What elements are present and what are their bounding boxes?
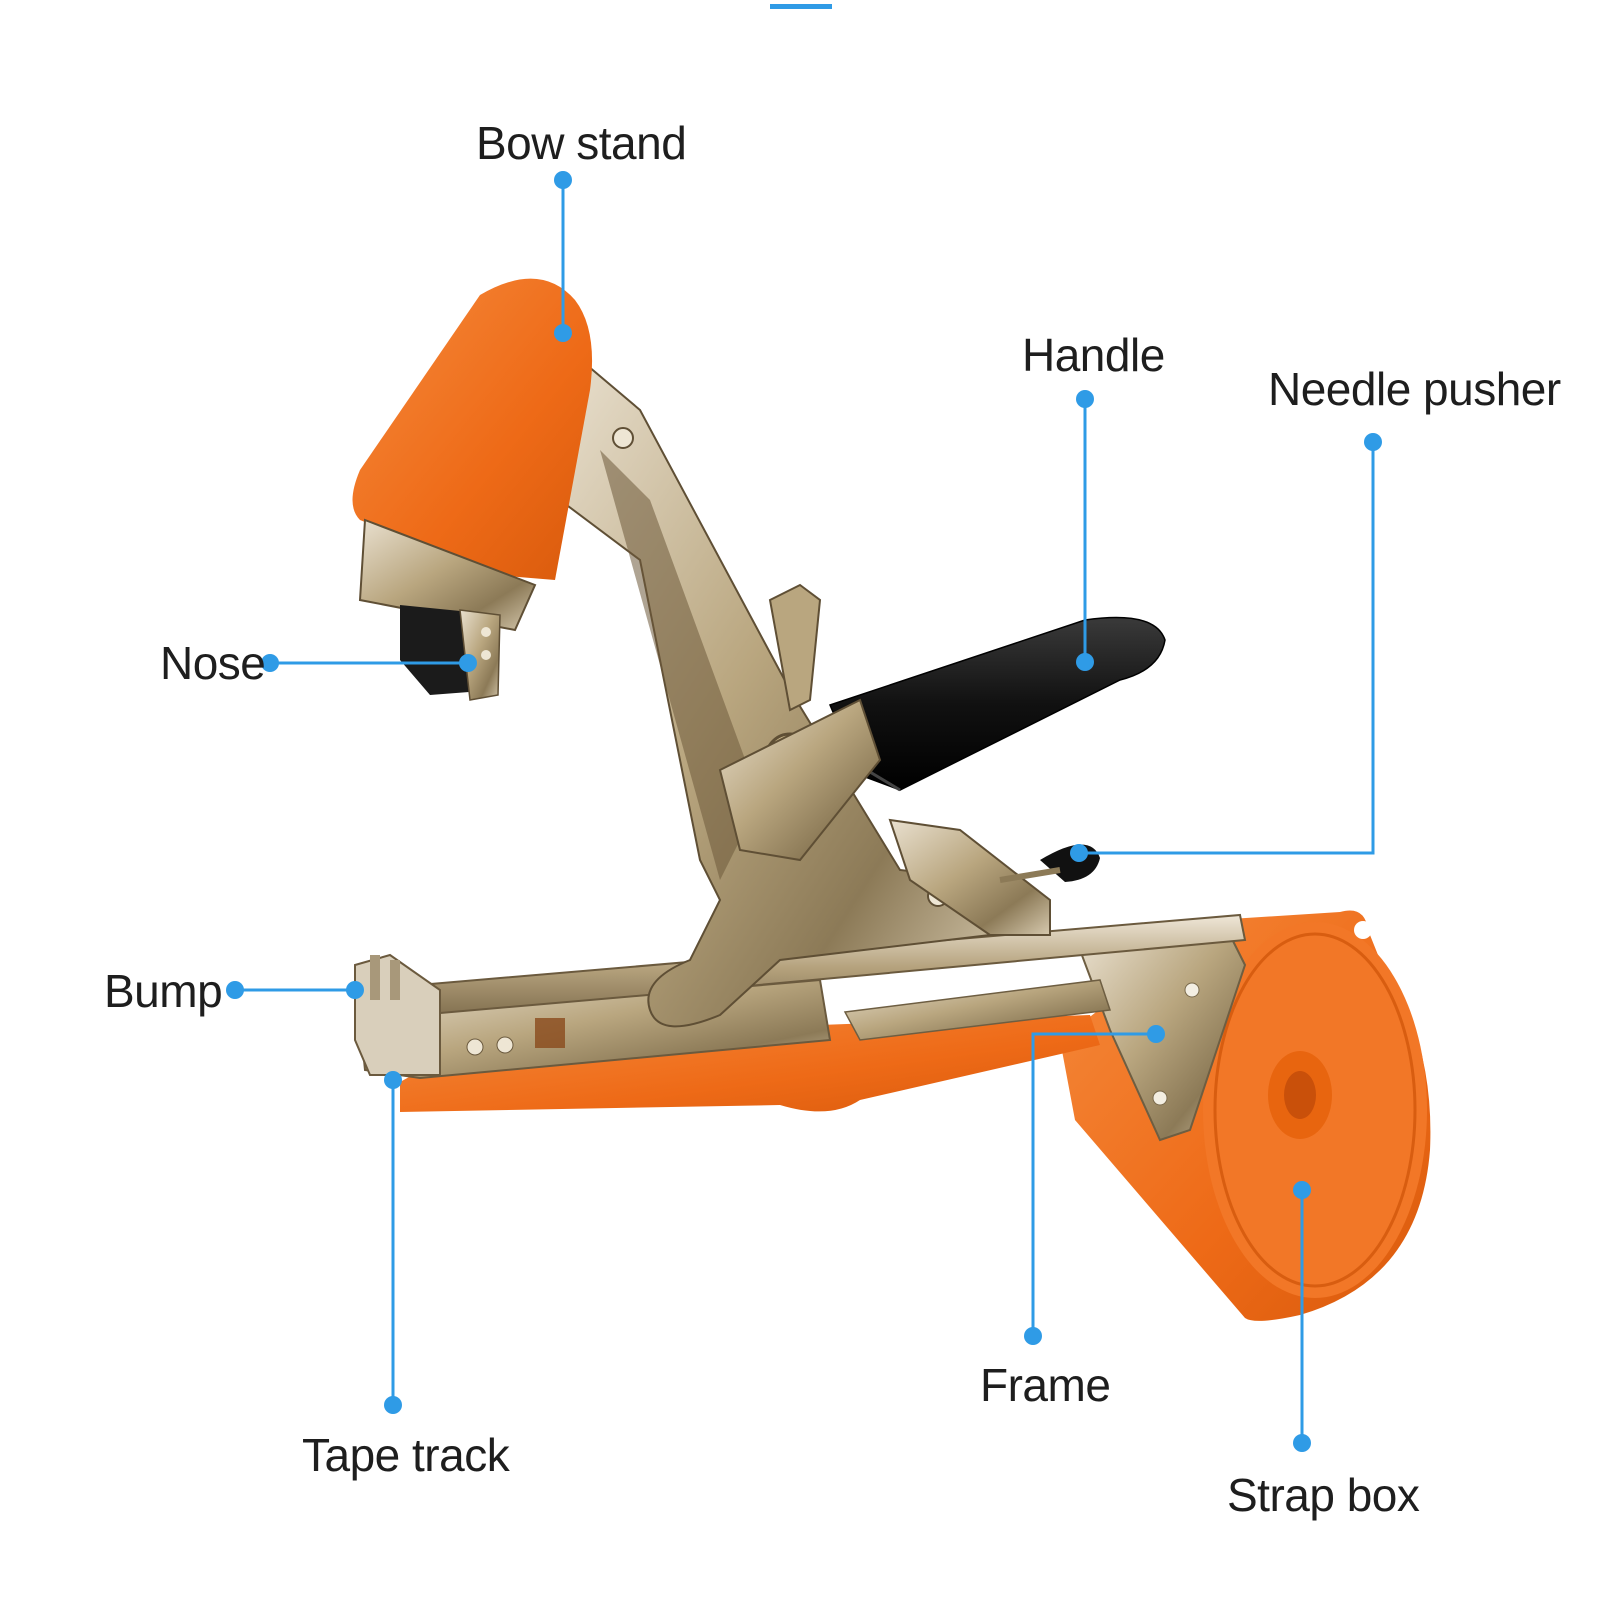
- top-accent-dash: [770, 4, 832, 9]
- bump-shape: [354, 953, 441, 1076]
- callout-bump: [226, 981, 364, 999]
- label-nose: Nose: [160, 637, 266, 689]
- label-bump: Bump: [104, 965, 223, 1017]
- callout-frame: [1024, 1025, 1165, 1345]
- base-shape: [400, 979, 1112, 1112]
- bow-stand-shape: [352, 278, 593, 632]
- callout-tape-track: [384, 1071, 402, 1414]
- callout-strap-box: [1293, 1181, 1311, 1452]
- callout-handle: [1076, 390, 1094, 671]
- label-frame: Frame: [980, 1359, 1111, 1411]
- label-needle-pusher: Needle pusher: [1268, 363, 1561, 415]
- label-tape-track: Tape track: [302, 1429, 510, 1481]
- label-strap-box: Strap box: [1227, 1469, 1420, 1521]
- callout-bow-stand: [554, 171, 572, 342]
- callout-needle-pusher: [1070, 433, 1382, 862]
- nose-shape: [400, 605, 501, 701]
- callout-nose: [261, 654, 477, 672]
- needle-pusher-shape: [888, 818, 1100, 936]
- label-handle: Handle: [1022, 329, 1165, 381]
- label-bow-stand: Bow stand: [476, 117, 687, 169]
